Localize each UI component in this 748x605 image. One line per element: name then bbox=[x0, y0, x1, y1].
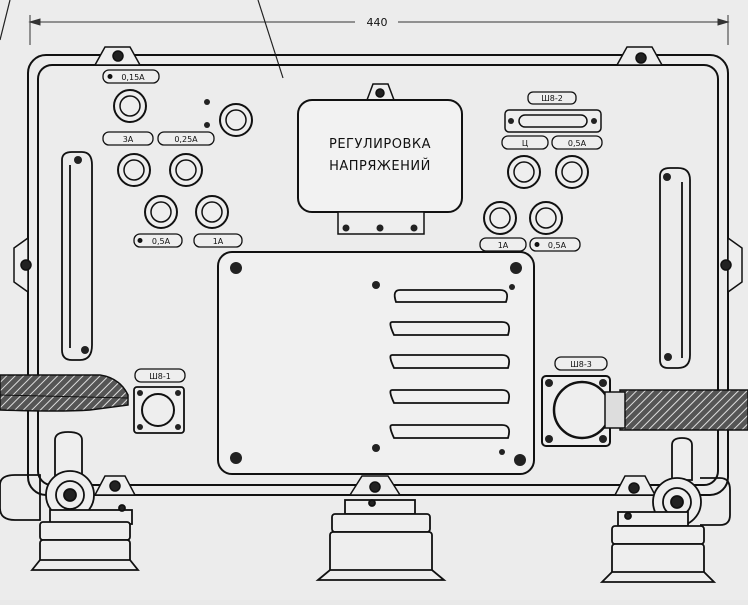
bottom-lugs bbox=[93, 475, 657, 496]
connector-label-top-right: Ш8-2 bbox=[541, 94, 563, 103]
fuse-label: 0,5А bbox=[568, 139, 587, 148]
fuse-label-plate: 0,15А bbox=[102, 69, 160, 84]
fuse-label-plate: 0,5А bbox=[133, 233, 183, 248]
fuse-holder[interactable] bbox=[483, 201, 517, 235]
fuse-label: 0,5А bbox=[152, 237, 171, 246]
fuse-holder[interactable] bbox=[117, 153, 151, 187]
voltage-adjustment-panel: РЕГУЛИРОВКА НАПРЯЖЕНИЙ bbox=[297, 99, 463, 235]
foot-left bbox=[0, 431, 140, 571]
fuse-holders-left: 0,15А 3А 0,25А 0,5А 1А bbox=[102, 69, 253, 248]
cover-screw[interactable] bbox=[230, 262, 242, 274]
fuse-label-plate: 1А bbox=[193, 233, 243, 248]
dimension-line bbox=[28, 15, 730, 45]
foot-right bbox=[599, 437, 731, 583]
fuse-label: 1А bbox=[498, 241, 509, 250]
fuse-holder[interactable] bbox=[529, 201, 563, 235]
panel-title-line1: РЕГУЛИРОВКА bbox=[329, 137, 431, 152]
connector-label-plate: Ш8-3 bbox=[554, 356, 608, 371]
dimension-label: 440 bbox=[367, 16, 388, 29]
handle-screw bbox=[74, 156, 82, 164]
vent-slots bbox=[389, 289, 511, 439]
mounting-lugs bbox=[13, 46, 743, 294]
fuse-holder[interactable] bbox=[144, 195, 178, 229]
screw bbox=[204, 122, 210, 128]
fuse-label-plate: Ц bbox=[501, 135, 549, 150]
connector-right: Ш8-3 bbox=[541, 356, 748, 447]
connector-label-plate: Ш8-2 bbox=[527, 91, 577, 105]
fuse-holder[interactable] bbox=[113, 89, 147, 123]
fuse-label-plate: 1А bbox=[479, 237, 527, 252]
connector-left: Ш8-1 bbox=[0, 368, 186, 434]
fuse-holder[interactable] bbox=[219, 103, 253, 137]
handle-screw bbox=[81, 346, 89, 354]
connector-label-left: Ш8-1 bbox=[149, 372, 171, 381]
fuse-label: 1А bbox=[213, 237, 224, 246]
cover-screw[interactable] bbox=[230, 452, 242, 464]
fuse-label: 3А bbox=[123, 135, 134, 144]
handle-screw bbox=[663, 173, 671, 181]
cover-screw[interactable] bbox=[510, 262, 522, 274]
fuse-holder[interactable] bbox=[507, 155, 541, 189]
fuse-label-plate: 0,5А bbox=[529, 237, 581, 252]
fuse-label: 0,15А bbox=[121, 73, 145, 82]
panel-title-line2: НАПРЯЖЕНИЙ bbox=[329, 158, 431, 174]
side-handles bbox=[61, 151, 691, 369]
cover-screw[interactable] bbox=[514, 454, 526, 466]
fuse-label: 0,5А bbox=[548, 241, 567, 250]
screw bbox=[204, 99, 210, 105]
vented-cover bbox=[217, 251, 535, 475]
fuse-label: Ц bbox=[522, 139, 528, 148]
fuse-holder[interactable] bbox=[195, 195, 229, 229]
handle-screw bbox=[664, 353, 672, 361]
fuse-label: 0,25А bbox=[174, 135, 198, 144]
fuse-holder[interactable] bbox=[555, 155, 589, 189]
fuse-holder[interactable] bbox=[169, 153, 203, 187]
connector-label-right: Ш8-3 bbox=[570, 360, 592, 369]
fuse-label-plate: 0,25А bbox=[157, 131, 215, 146]
fuse-label-plate: 0,5А bbox=[551, 135, 603, 150]
fuse-label-plate: 3А bbox=[102, 131, 154, 146]
connector-label-plate: Ш8-1 bbox=[134, 368, 186, 383]
fuse-holders-right: Ш8-2 Ц 0,5А 1А 0,5А bbox=[479, 91, 603, 252]
foot-center bbox=[315, 499, 447, 581]
